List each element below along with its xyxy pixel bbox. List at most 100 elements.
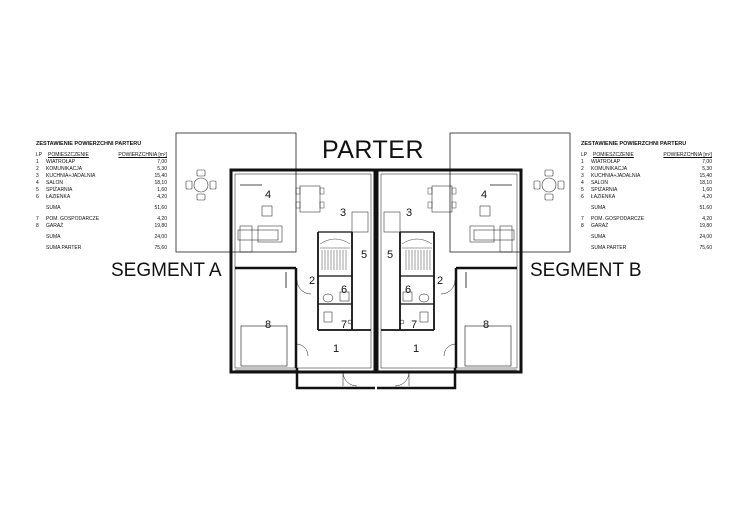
cell-lp: 8 (581, 223, 584, 229)
table-sum-row: SUMA 51,60 (591, 205, 712, 211)
cell-area: 4,20 (157, 216, 167, 222)
cell-area: 1,60 (702, 187, 712, 193)
room-labels-a: 3 4 5 2 6 7 8 1 (265, 189, 367, 355)
table-row: 5 SPIŻARNIA 1,60 (36, 187, 167, 194)
cell-lp: 8 (36, 223, 39, 229)
room-label-2: 2 (437, 275, 443, 287)
col-area: POWIERZCHNIA [m²] (118, 152, 167, 158)
cell-area: 4,20 (157, 194, 167, 200)
room-label-6: 6 (341, 284, 347, 296)
cell-name: SPIŻARNIA (591, 187, 618, 193)
cell-name: GARAŻ (591, 223, 609, 229)
table-row: 6 ŁAZIENKA 4,20 (581, 194, 712, 201)
cell-name: ŁAZIENKA (591, 194, 616, 200)
table-sum-row: SUMA 24,00 (46, 234, 167, 240)
table-row: 2 KOMUNIKACJA 5,30 (581, 166, 712, 173)
cell-area: 19,80 (699, 223, 712, 229)
cell-name: POM. GOSPODARCZE (591, 216, 645, 222)
table-total-row: SUMA PARTER 75,60 (591, 245, 712, 251)
room-label-8: 8 (265, 319, 271, 331)
cell-name: ŁAZIENKA (46, 194, 71, 200)
col-lp: LP (581, 152, 588, 158)
table-row: 7 POM. GOSPODARCZE 4,20 (581, 216, 712, 223)
cell-area: 18,10 (154, 180, 167, 186)
room-label-7: 7 (341, 319, 347, 331)
cell-name: KUCHNIA+JADALNIA (591, 173, 641, 179)
table-sum-row: SUMA 51,60 (46, 205, 167, 211)
cell-lp: 1 (36, 159, 39, 165)
terrace-b (449, 132, 571, 253)
patio-table-b (533, 169, 565, 201)
table-row: 1 WIATROŁAP 7,00 (36, 159, 167, 166)
cell-name: POM. GOSPODARCZE (46, 216, 100, 222)
table-row: 2 KOMUNIKACJA 5,30 (36, 166, 167, 173)
room-label-2: 2 (309, 275, 315, 287)
room-label-4: 4 (265, 189, 271, 201)
table-heading: ZESTAWIENIE POWIERZCHNI PARTERU (36, 141, 142, 147)
table-row: 4 SALON 18,10 (36, 180, 167, 187)
cell-lp: 5 (36, 187, 39, 193)
room-label-4: 4 (481, 189, 487, 201)
cell-lp: 6 (581, 194, 584, 200)
table-total-row: SUMA PARTER 75,60 (46, 245, 167, 251)
cell-name: WIATROŁAP (591, 159, 621, 165)
cell-name: GARAŻ (46, 223, 64, 229)
col-lp: LP (36, 152, 43, 158)
table-row: 3 KUCHNIA+JADALNIA 15,40 (581, 173, 712, 180)
room-label-1: 1 (333, 343, 339, 355)
cell-name: KOMUNIKACJA (591, 166, 628, 172)
room-label-5: 5 (361, 249, 367, 261)
cell-name: KOMUNIKACJA (46, 166, 83, 172)
segment-b-plan (375, 168, 523, 390)
cell-area: 4,20 (702, 194, 712, 200)
room-label-8: 8 (483, 319, 489, 331)
area-table-a: ZESTAWIENIE POWIERZCHNI PARTERU LP POMIE… (36, 141, 167, 252)
segment-a-plan (229, 168, 377, 390)
room-label-3: 3 (340, 207, 346, 219)
cell-area: 5,30 (157, 166, 167, 172)
cell-lp: 6 (36, 194, 39, 200)
table-row: 7 POM. GOSPODARCZE 4,20 (36, 216, 167, 223)
cell-lp: 7 (581, 216, 584, 222)
table-header-row: LP POMIESZCZENIE POWIERZCHNIA [m²] (581, 152, 712, 159)
table-row: 6 ŁAZIENKA 4,20 (36, 194, 167, 201)
cell-area: 18,10 (699, 180, 712, 186)
area-table-b: ZESTAWIENIE POWIERZCHNI PARTERU LP POMIE… (581, 141, 712, 252)
page-title: PARTER (321, 136, 425, 164)
segment-a-label: SEGMENT A (111, 260, 222, 281)
col-area: POWIERZCHNIA [m²] (663, 152, 712, 158)
cell-lp: 2 (36, 166, 39, 172)
cell-name: KUCHNIA+JADALNIA (46, 173, 96, 179)
room-label-5: 5 (387, 249, 393, 261)
cell-area: 15,40 (154, 173, 167, 179)
table-row: 8 GARAŻ 19,80 (581, 223, 712, 230)
room-label-6: 6 (405, 284, 411, 296)
cell-area: 4,20 (702, 216, 712, 222)
cell-area: 7,00 (157, 159, 167, 165)
col-name: POMIESZCZENIE (593, 152, 634, 158)
cell-name: SALON (46, 180, 63, 186)
table-header-row: LP POMIESZCZENIE POWIERZCHNIA [m²] (36, 152, 167, 159)
cell-lp: 4 (36, 180, 39, 186)
table-heading: ZESTAWIENIE POWIERZCHNI PARTERU (581, 141, 687, 147)
patio-table-a (185, 169, 217, 201)
room-label-3: 3 (406, 207, 412, 219)
cell-name: SPIŻARNIA (46, 187, 73, 193)
cell-lp: 3 (581, 173, 584, 179)
cell-lp: 5 (581, 187, 584, 193)
cell-area: 5,30 (702, 166, 712, 172)
table-sum-row: SUMA 24,00 (591, 234, 712, 240)
cell-name: WIATROŁAP (46, 159, 76, 165)
col-name: POMIESZCZENIE (48, 152, 89, 158)
cell-area: 15,40 (699, 173, 712, 179)
cell-lp: 7 (36, 216, 39, 222)
cell-area: 1,60 (157, 187, 167, 193)
cell-lp: 2 (581, 166, 584, 172)
cell-area: 7,00 (702, 159, 712, 165)
cell-lp: 4 (581, 180, 584, 186)
table-row: 5 SPIŻARNIA 1,60 (581, 187, 712, 194)
segment-b-label: SEGMENT B (530, 260, 642, 281)
